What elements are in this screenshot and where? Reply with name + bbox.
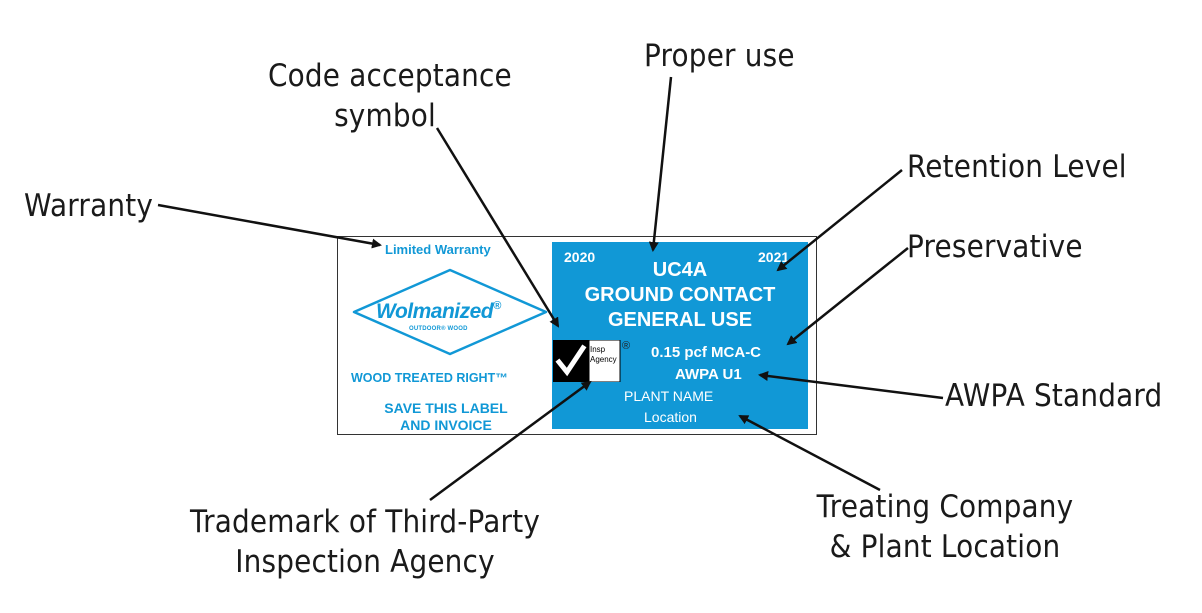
plant-name-text: PLANT NAME: [624, 388, 714, 404]
arrow-proper-use: [648, 76, 673, 252]
callout-treating-line2: & Plant Location: [829, 529, 1061, 565]
callout-treating-line1: Treating Company: [816, 489, 1074, 525]
callout-trademark: Trademark of Third-Party Inspection Agen…: [190, 502, 541, 582]
check-mark-icon: [555, 344, 587, 377]
save-label-text: SAVE THIS LABEL AND INVOICE: [356, 400, 536, 434]
year-left: 2020: [564, 249, 596, 265]
inspection-agency-mark: [553, 340, 621, 382]
callout-code-acceptance-line2: symbol: [334, 98, 436, 134]
use-line1: GROUND CONTACT: [584, 284, 776, 306]
callout-code-acceptance: Code acceptance symbol: [268, 56, 512, 136]
callout-retention-level: Retention Level: [907, 149, 1127, 185]
wolmanized-subtitle: OUTDOOR® WOOD: [409, 326, 468, 332]
callout-treating-company: Treating Company & Plant Location: [815, 487, 1076, 567]
standard-text: AWPA U1: [675, 366, 742, 383]
callout-warranty: Warranty: [24, 188, 154, 224]
insp-agency-registered: ®: [622, 340, 631, 352]
callout-trademark-line1: Trademark of Third-Party: [189, 504, 541, 540]
save-label-line2: AND INVOICE: [400, 417, 492, 433]
location-text: Location: [644, 409, 697, 425]
insp-agency-text: Insp Agency: [590, 345, 620, 365]
insp-agency-line2: Agency: [590, 355, 617, 364]
use-category: UC4A: [652, 259, 708, 281]
callout-code-acceptance-line1: Code acceptance: [268, 58, 512, 94]
save-label-line1: SAVE THIS LABEL: [384, 400, 508, 416]
slogan-text: WOOD TREATED RIGHT™: [351, 371, 508, 385]
use-line2: GENERAL USE: [607, 309, 753, 331]
limited-warranty-text: Limited Warranty: [385, 242, 491, 257]
insp-agency-box: [588, 340, 621, 382]
callout-preservative: Preservative: [907, 229, 1083, 265]
callout-trademark-line2: Inspection Agency: [235, 544, 495, 580]
wolmanized-brand: Wolmanized®: [376, 300, 501, 324]
callout-proper-use: Proper use: [644, 38, 795, 74]
insp-agency-line1: Insp: [590, 345, 606, 354]
retention-text: 0.15 pcf MCA-C: [651, 344, 762, 361]
wolmanized-brand-name: Wolmanized: [376, 300, 494, 323]
wolmanized-brand-mark: ®: [493, 300, 501, 312]
callout-awpa-standard: AWPA Standard: [945, 378, 1163, 414]
